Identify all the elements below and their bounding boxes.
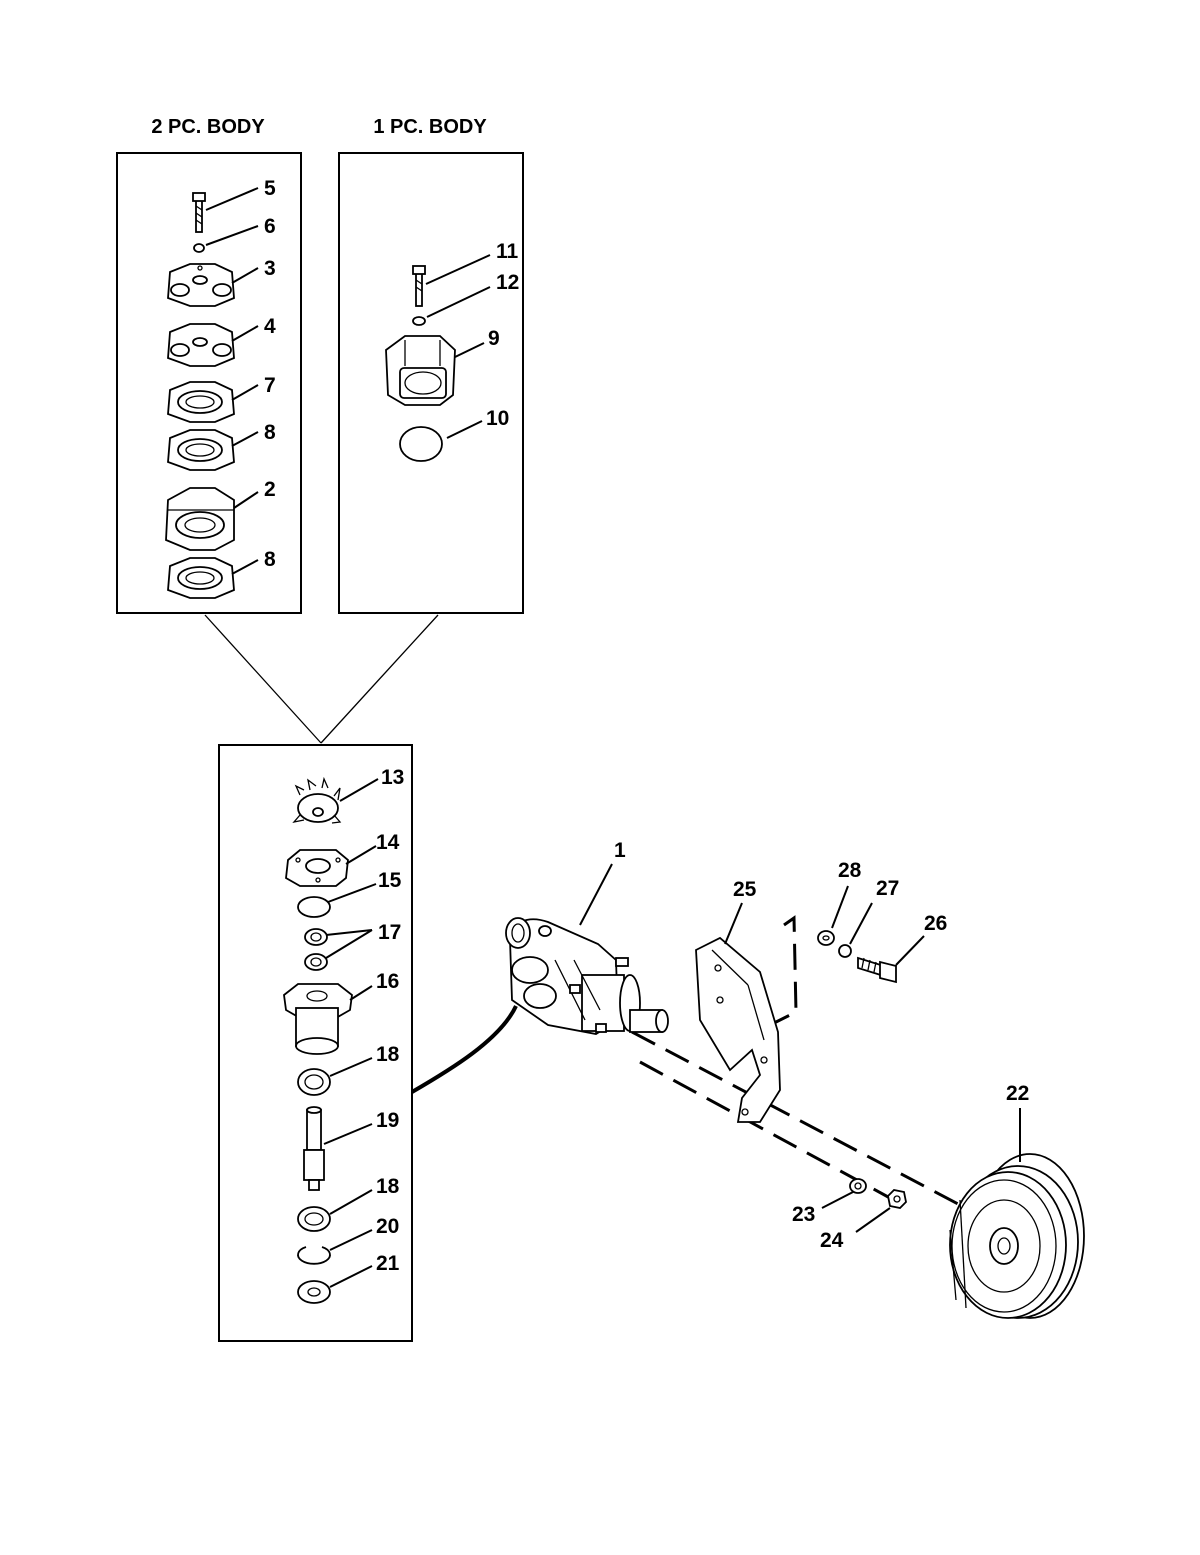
part-lockwasher-27	[838, 944, 852, 958]
part-wear-plate-14	[285, 849, 349, 887]
callout-14: 14	[376, 831, 400, 854]
panel-impeller-shaft-kit	[218, 744, 413, 1342]
part-body-2	[165, 487, 235, 551]
callout-27: 27	[876, 877, 899, 900]
part-bolt-26	[857, 956, 897, 984]
part-gasket-7	[167, 381, 235, 423]
callout-26: 26	[924, 912, 947, 935]
part-gasket-8b	[167, 557, 235, 599]
part-bracket-25	[695, 936, 781, 1123]
part-o-ring-15	[297, 896, 331, 918]
header-2pc-body: 2 PC. BODY	[151, 116, 265, 138]
part-housing-16	[283, 983, 353, 1055]
part-pulley-22	[949, 1153, 1085, 1319]
part-nut-24	[887, 1189, 907, 1209]
callout-5: 5	[264, 177, 276, 200]
callout-9: 9	[488, 327, 500, 350]
part-bearing-18a	[297, 1068, 331, 1096]
callout-28: 28	[838, 859, 862, 882]
callout-11: 11	[496, 240, 519, 263]
callout-23: 23	[792, 1203, 815, 1226]
panel-2pc-body	[116, 152, 302, 614]
callout-21: 21	[376, 1252, 400, 1275]
panel-1pc-body	[338, 152, 524, 614]
callout-8a: 8	[264, 421, 276, 444]
part-screw-5	[192, 192, 206, 233]
part-snap-ring-20	[297, 1246, 331, 1265]
callout-18a: 18	[376, 1043, 400, 1066]
callout-20: 20	[376, 1215, 399, 1238]
callout-25: 25	[733, 878, 757, 901]
callout-2: 2	[264, 478, 276, 501]
part-impeller-13	[292, 776, 342, 824]
callout-3: 3	[264, 257, 276, 280]
part-washer-28	[817, 930, 835, 946]
callout-1: 1	[614, 839, 626, 862]
callout-4: 4	[264, 315, 276, 338]
panel-connector-lines	[204, 614, 439, 744]
part-gasket-8a	[167, 429, 235, 471]
pump-reference-leader	[410, 1005, 518, 1094]
part-o-ring-10	[399, 426, 443, 462]
callout-22: 22	[1006, 1082, 1029, 1105]
callout-13: 13	[381, 766, 404, 789]
callout-15: 15	[378, 869, 402, 892]
callout-7: 7	[264, 374, 276, 397]
part-gasket-4	[167, 323, 235, 367]
callout-18b: 18	[376, 1175, 400, 1198]
part-washer-6	[193, 243, 205, 253]
part-shaft-19	[303, 1106, 325, 1191]
callout-24: 24	[820, 1229, 844, 1252]
callout-12: 12	[496, 271, 519, 294]
part-bearing-18b	[297, 1206, 331, 1232]
part-body-9	[385, 335, 456, 406]
alignment-dashed-lines	[631, 915, 961, 1207]
callout-19: 19	[376, 1109, 399, 1132]
part-seals-17	[304, 928, 328, 971]
part-washer-12	[412, 316, 426, 326]
callout-16: 16	[376, 970, 399, 993]
part-nut-23	[849, 1178, 867, 1194]
header-1pc-body: 1 PC. BODY	[373, 116, 487, 138]
part-screw-11	[412, 265, 426, 307]
callout-17: 17	[378, 921, 401, 944]
part-plate-3	[167, 263, 235, 307]
callout-10: 10	[486, 407, 509, 430]
callout-8b: 8	[264, 548, 276, 571]
part-pump-1	[505, 917, 669, 1035]
part-washer-21	[297, 1280, 331, 1304]
callout-6: 6	[264, 215, 276, 238]
